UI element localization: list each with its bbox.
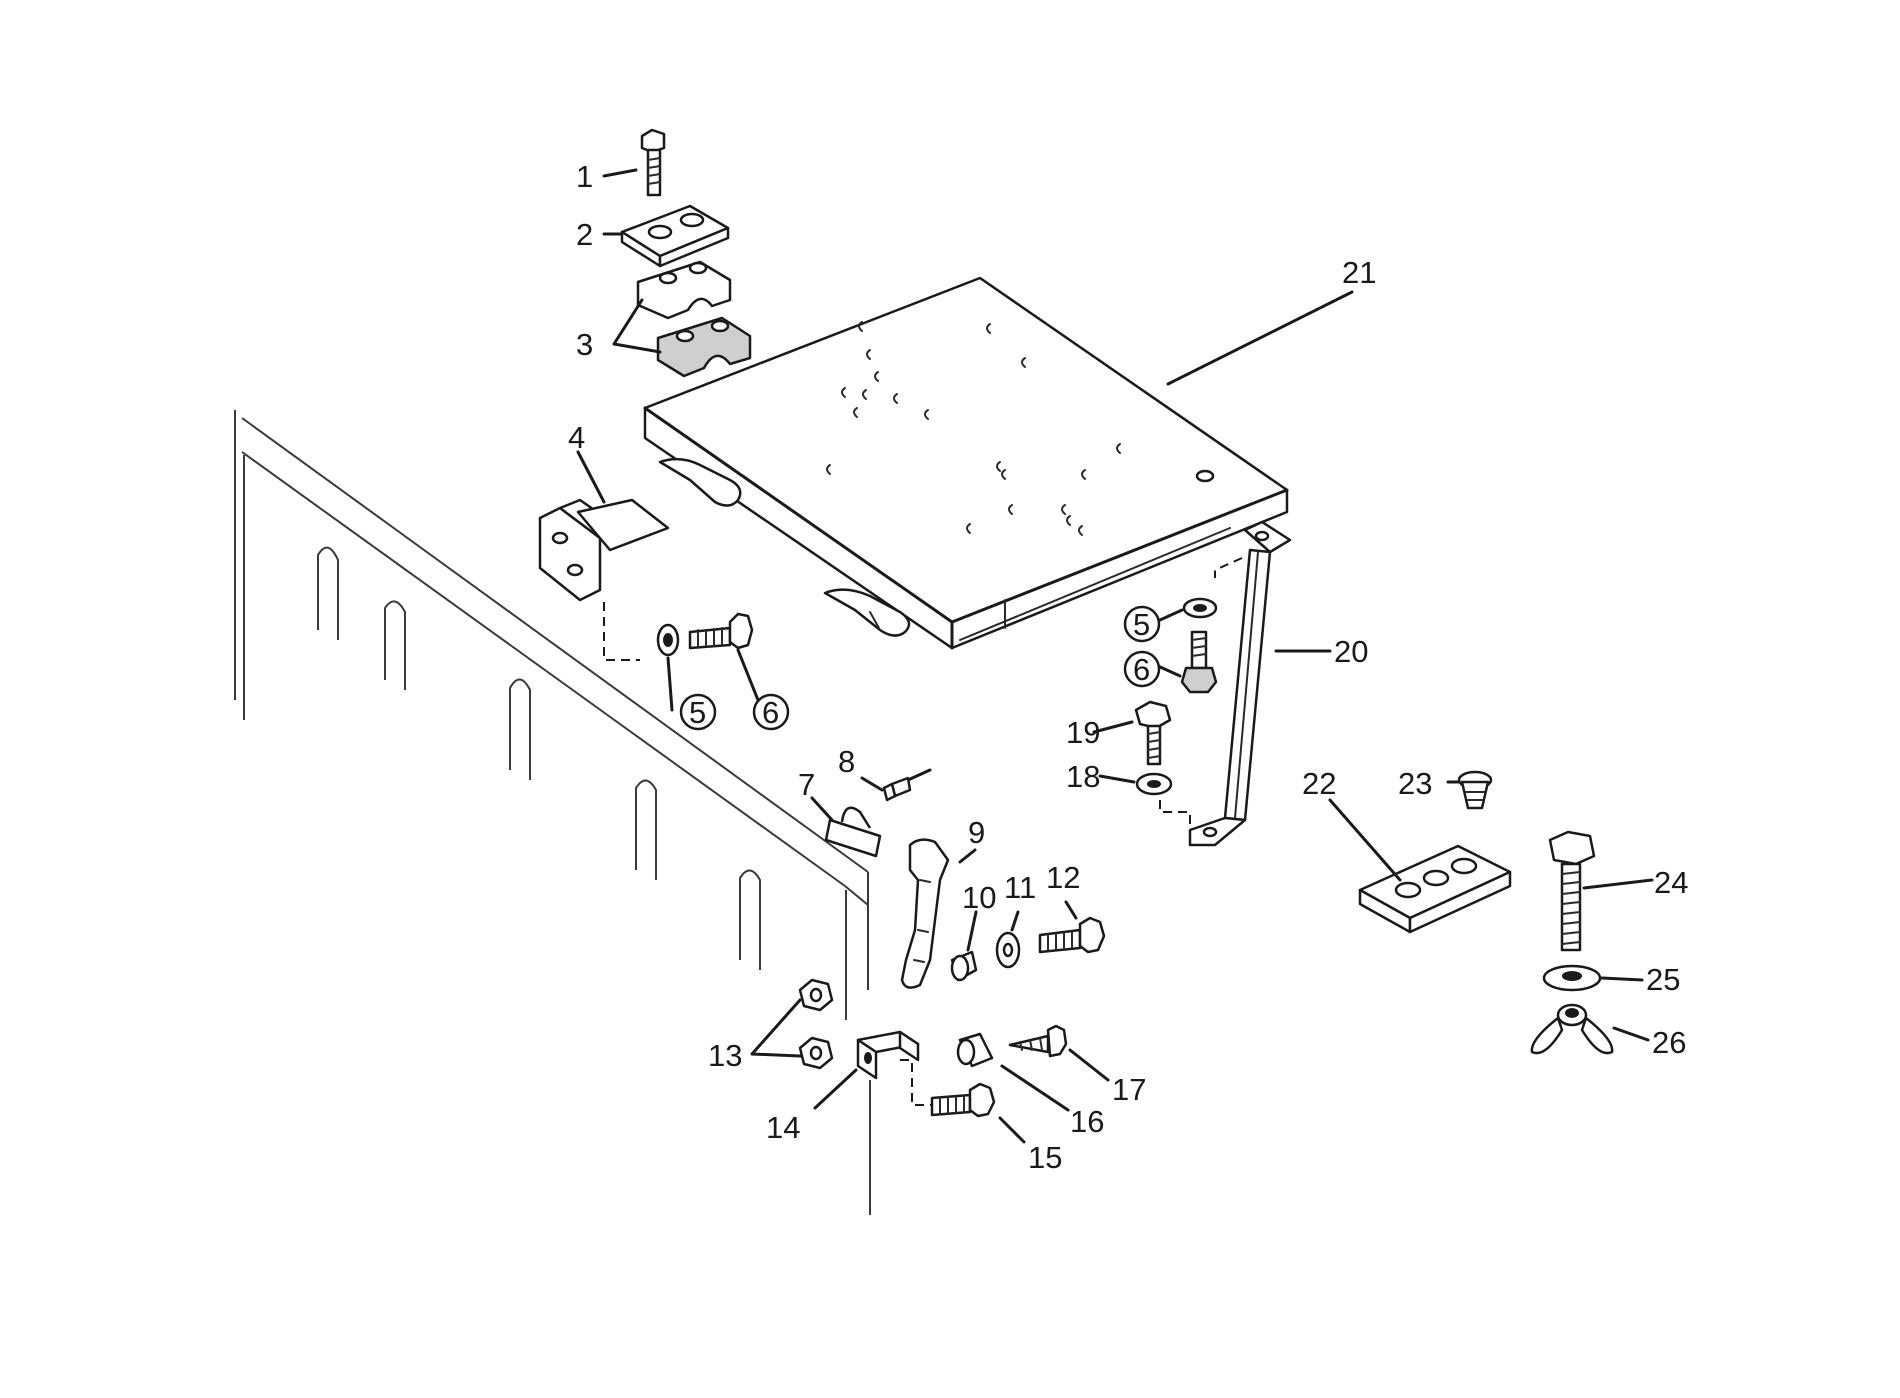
callout-24: 24 (1654, 865, 1688, 900)
callout-25: 25 (1646, 962, 1680, 997)
washer-and-bolt-right (1180, 597, 1218, 694)
callout-circle-5a (679, 693, 717, 731)
plate-part-2 (620, 204, 730, 268)
plug-part-23 (1457, 770, 1493, 810)
wing-nut-part-26 (1530, 1003, 1614, 1055)
callout-21: 21 (1342, 255, 1376, 290)
bolt-and-washer-part-18-19 (1134, 700, 1191, 826)
callout-19: 19 (1066, 715, 1100, 750)
callout-1: 1 (576, 159, 593, 194)
callout-5b: 5 (1133, 607, 1150, 642)
callout-5a: 5 (689, 695, 706, 730)
body-side-panel (234, 410, 871, 1215)
callout-18: 18 (1066, 759, 1100, 794)
spacer-part-16 (956, 1032, 994, 1068)
callout-7: 7 (798, 767, 815, 802)
bracket-part-14 (856, 1030, 932, 1106)
callout-4: 4 (568, 420, 585, 455)
callout-8: 8 (838, 744, 855, 779)
rivet-part-8 (882, 768, 932, 802)
callout-circle-6b (1123, 650, 1161, 688)
callout-20: 20 (1334, 634, 1368, 669)
callout-23: 23 (1398, 766, 1432, 801)
callout-26: 26 (1652, 1025, 1686, 1060)
hinge-part-9 (900, 838, 950, 989)
callout-circle-5b (1123, 605, 1161, 643)
plate-part-22 (1358, 844, 1512, 934)
callout-16: 16 (1070, 1104, 1104, 1139)
leader-lines (576, 168, 1654, 1144)
callout-3: 3 (576, 327, 593, 362)
callout-12: 12 (1046, 860, 1080, 895)
callout-11: 11 (1004, 870, 1036, 905)
loop-part-7 (824, 806, 882, 858)
callout-22: 22 (1302, 766, 1336, 801)
callout-13: 13 (708, 1038, 742, 1073)
callout-6b: 6 (1133, 652, 1150, 687)
callout-10: 10 (962, 880, 996, 915)
callout-circle-6a (752, 693, 790, 731)
bolt-part-1 (640, 128, 666, 197)
bolt-part-15 (930, 1082, 996, 1118)
bolt-part-24 (1548, 830, 1596, 952)
bracket-part-4 (538, 498, 670, 661)
callout-9: 9 (968, 815, 985, 850)
bushing-washer-bolt-10-12 (950, 916, 1106, 982)
washer-part-25 (1542, 964, 1602, 992)
washer-and-bolt-left (656, 612, 754, 657)
screw-part-17 (1008, 1024, 1068, 1058)
support-strut-part-20 (1188, 520, 1292, 847)
callout-14: 14 (766, 1110, 800, 1145)
clamp-blocks-part-3 (636, 260, 752, 378)
callout-15: 15 (1028, 1140, 1062, 1175)
tray-part-21 (643, 276, 1289, 650)
nuts-part-13 (798, 978, 834, 1070)
callout-2: 2 (576, 217, 593, 252)
callout-17: 17 (1112, 1072, 1146, 1107)
callout-labels: 1 2 3 4 5 6 5 6 7 8 9 10 11 12 13 14 15 … (568, 159, 1688, 1175)
callout-6a: 6 (762, 695, 779, 730)
